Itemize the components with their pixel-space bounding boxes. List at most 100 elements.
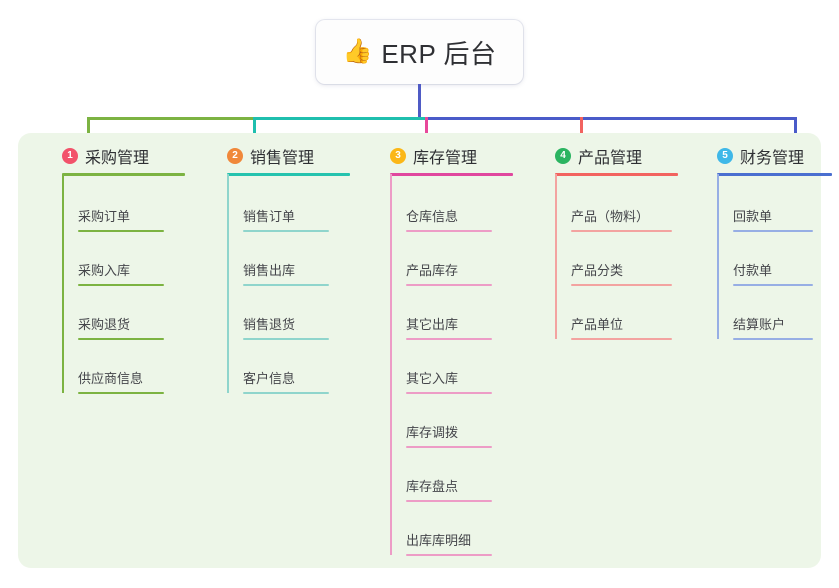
leaf-node[interactable]: 销售退货 <box>243 286 329 340</box>
leaf-label: 产品分类 <box>571 263 624 278</box>
branch-header-rule <box>227 173 350 176</box>
leaf-rule <box>78 338 164 340</box>
branch-title: 库存管理 <box>413 150 478 167</box>
leaf-label: 其它入库 <box>406 371 459 386</box>
branch-header-5[interactable]: 5 财务管理 <box>695 145 835 167</box>
branch-header-3[interactable]: 3 库存管理 <box>368 145 518 167</box>
drop-finance <box>794 117 797 145</box>
leaf-label: 采购退货 <box>78 317 131 332</box>
leaf-rule <box>733 338 813 340</box>
branch-title: 采购管理 <box>85 150 150 167</box>
leaf-node[interactable]: 出库库明细 <box>406 502 492 556</box>
branch-spine <box>62 174 64 393</box>
leaf-rule <box>78 392 164 394</box>
drop-sales <box>253 117 256 145</box>
leaf-node[interactable]: 产品（物料） <box>571 178 672 232</box>
leaf-rule <box>406 554 492 556</box>
leaf-node[interactable]: 付款单 <box>733 232 813 286</box>
leaf-rule <box>571 284 672 286</box>
branch-number-badge: 5 <box>717 148 733 164</box>
leaf-node[interactable]: 产品分类 <box>571 232 672 286</box>
leaf-label: 产品库存 <box>406 263 459 278</box>
branch-header-4[interactable]: 4 产品管理 <box>533 145 683 167</box>
bus-segment-green <box>87 117 254 120</box>
root-title: ERP 后台 <box>381 38 497 69</box>
leaf-rule <box>406 338 492 340</box>
branch-header-rule <box>555 173 678 176</box>
root-to-bus-connector <box>418 84 421 120</box>
branches-panel <box>18 133 821 568</box>
branch-spine <box>717 174 719 339</box>
leaf-node[interactable]: 客户信息 <box>243 340 329 394</box>
leaf-node[interactable]: 回款单 <box>733 178 813 232</box>
leaf-label: 回款单 <box>733 209 773 224</box>
leaf-label: 产品单位 <box>571 317 624 332</box>
branch-title: 财务管理 <box>740 150 805 167</box>
branch-title: 销售管理 <box>250 150 315 167</box>
leaf-node[interactable]: 仓库信息 <box>406 178 492 232</box>
leaf-rule <box>571 338 672 340</box>
branch-spine <box>227 174 229 393</box>
leaf-rule <box>243 392 329 394</box>
branch-spine <box>555 174 557 339</box>
branch-spine <box>390 174 392 555</box>
drop-inventory <box>425 117 428 145</box>
branch-column-1: 1 采购管理采购订单采购入库采购退货供应商信息 <box>40 145 190 394</box>
leaf-label: 客户信息 <box>243 371 296 386</box>
branch-column-4: 4 产品管理产品（物料） 产品分类产品单位 <box>533 145 683 340</box>
leaf-node[interactable]: 采购订单 <box>78 178 164 232</box>
leaf-node[interactable]: 供应商信息 <box>78 340 164 394</box>
leaf-rule <box>406 284 492 286</box>
leaf-label: 其它出库 <box>406 317 459 332</box>
branch-header-rule <box>717 173 832 176</box>
drop-purchasing <box>87 117 90 145</box>
root-node[interactable]: 👍 ERP 后台 <box>316 20 523 84</box>
leaf-label: 采购订单 <box>78 209 131 224</box>
branch-header-rule <box>390 173 513 176</box>
leaf-node[interactable]: 其它出库 <box>406 286 492 340</box>
leaf-node[interactable]: 其它入库 <box>406 340 492 394</box>
leaf-rule <box>243 230 329 232</box>
leaf-rule <box>406 446 492 448</box>
branch-title: 产品管理 <box>578 150 643 167</box>
leaf-label: 销售订单 <box>243 209 296 224</box>
leaf-node[interactable]: 产品库存 <box>406 232 492 286</box>
branch-number-badge: 4 <box>555 148 571 164</box>
leaf-label: 销售出库 <box>243 263 296 278</box>
leaf-node[interactable]: 销售订单 <box>243 178 329 232</box>
leaf-node[interactable]: 采购退货 <box>78 286 164 340</box>
leaf-rule <box>406 500 492 502</box>
leaf-node[interactable]: 销售出库 <box>243 232 329 286</box>
leaf-node[interactable]: 采购入库 <box>78 232 164 286</box>
leaf-label: 供应商信息 <box>78 371 144 386</box>
leaf-label: 库存盘点 <box>406 479 459 494</box>
leaf-rule <box>571 230 672 232</box>
branch-number-badge: 1 <box>62 148 78 164</box>
bus-segment-blue <box>425 117 795 120</box>
leaf-rule <box>78 230 164 232</box>
leaf-node[interactable]: 结算账户 <box>733 286 813 340</box>
branch-number-badge: 3 <box>390 148 406 164</box>
leaf-rule <box>733 284 813 286</box>
leaf-rule <box>243 284 329 286</box>
bus-segment-teal <box>253 117 426 120</box>
branch-number-badge: 2 <box>227 148 243 164</box>
leaf-label: 出库库明细 <box>406 533 472 548</box>
branch-column-3: 3 库存管理仓库信息产品库存其它出库其它入库库存调拨库存盘点出库库明细 <box>368 145 518 556</box>
leaf-label: 销售退货 <box>243 317 296 332</box>
leaf-rule <box>733 230 813 232</box>
leaf-label: 付款单 <box>733 263 773 278</box>
leaf-node[interactable]: 库存调拨 <box>406 394 492 448</box>
leaf-rule <box>406 392 492 394</box>
leaf-node[interactable]: 产品单位 <box>571 286 672 340</box>
thumbs-up-icon: 👍 <box>342 38 373 65</box>
branch-header-rule <box>62 173 185 176</box>
branch-header-1[interactable]: 1 采购管理 <box>40 145 190 167</box>
branch-header-2[interactable]: 2 销售管理 <box>205 145 355 167</box>
leaf-node[interactable]: 库存盘点 <box>406 448 492 502</box>
leaf-rule <box>406 230 492 232</box>
leaf-rule <box>78 284 164 286</box>
branch-column-2: 2 销售管理销售订单销售出库销售退货客户信息 <box>205 145 355 394</box>
leaf-rule <box>243 338 329 340</box>
